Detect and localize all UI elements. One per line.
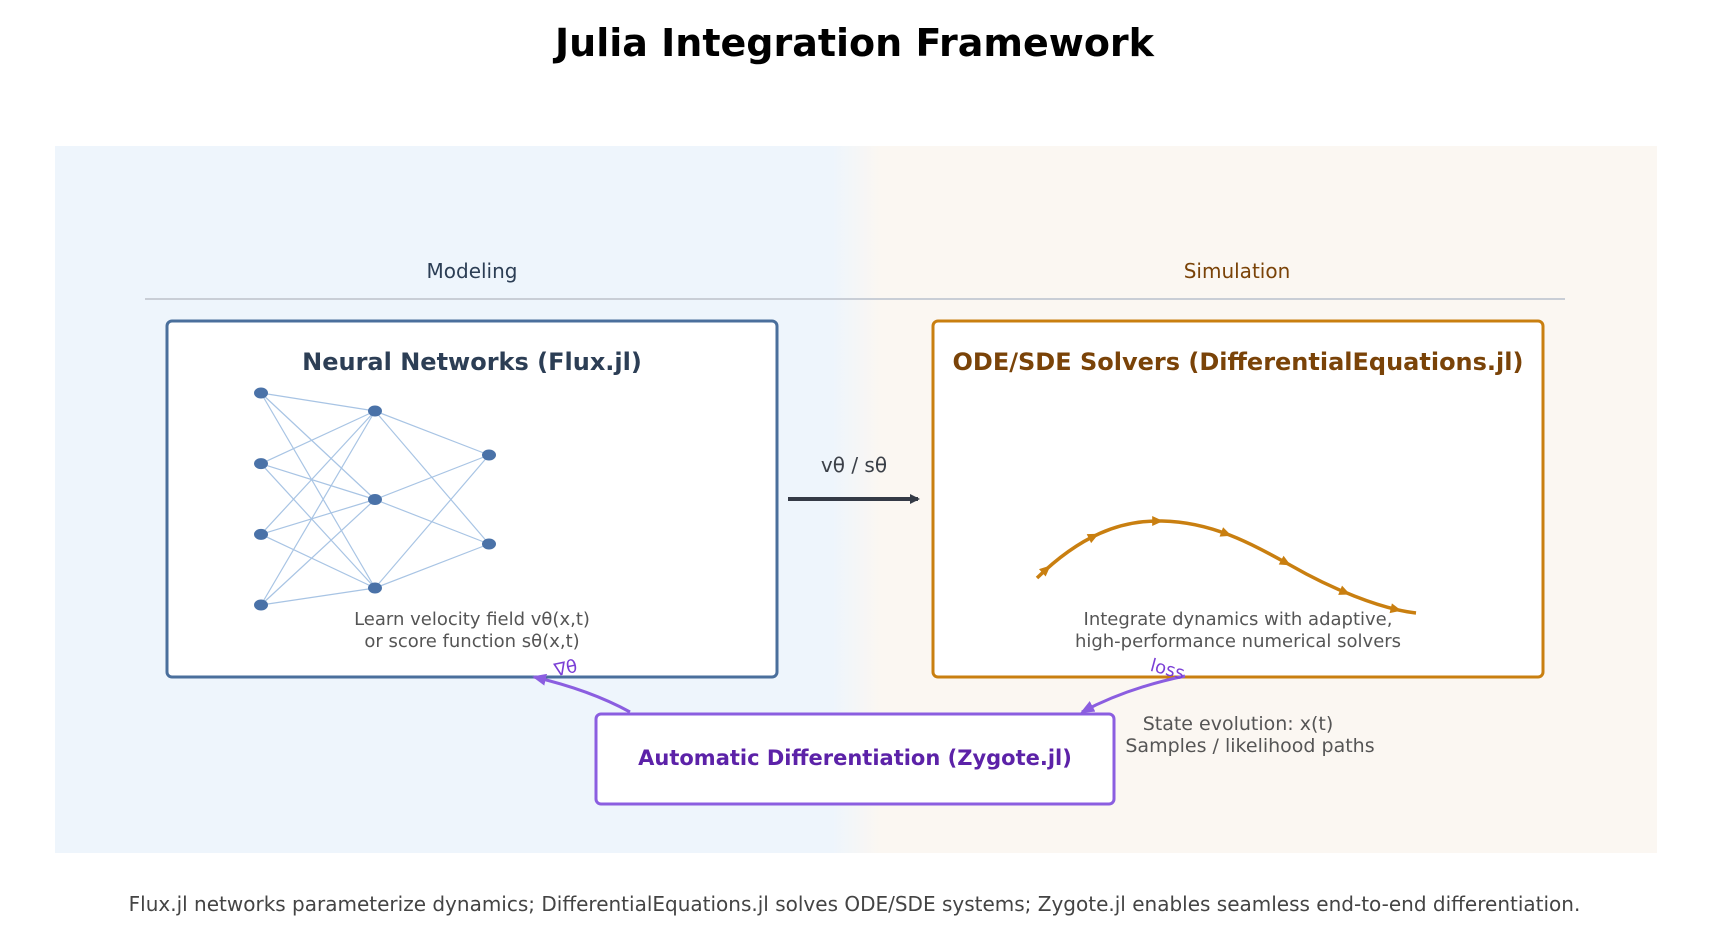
- state-evolution-line1: State evolution: x(t): [1143, 713, 1334, 735]
- nn-edge: [260, 410, 376, 465]
- flux-desc-line2: or score function sθ(x,t): [364, 631, 579, 652]
- flux-box-title: Neural Networks (Flux.jl): [302, 348, 642, 376]
- nn-edge: [260, 498, 376, 535]
- nn-edge: [260, 410, 376, 535]
- trajectory-arrowhead: [1278, 555, 1291, 566]
- ad-box: Automatic Differentiation (Zygote.jl): [594, 712, 1116, 806]
- trajectory-arrowhead: [1152, 515, 1164, 526]
- flow-arrow-label: vθ / sθ: [821, 453, 887, 477]
- nn-node: [368, 494, 382, 505]
- trajectory-arrowhead: [1338, 585, 1351, 595]
- nn-node: [254, 599, 268, 611]
- ode-desc-line1: Integrate dynamics with adaptive,: [1084, 609, 1393, 630]
- ode-box-frame: [931, 319, 1545, 679]
- flux-desc-line1: Learn velocity field vθ(x,t): [354, 609, 590, 630]
- nn-edge: [260, 410, 376, 606]
- state-evolution-line2: Samples / likelihood paths: [1125, 735, 1374, 757]
- trajectory-arrows: [1038, 515, 1402, 614]
- section-label-simulation: Simulation: [1184, 259, 1291, 283]
- trajectory-arrowhead: [1086, 533, 1099, 544]
- page-title: Julia Integration Framework: [552, 21, 1155, 65]
- neural-network-graph: [254, 387, 496, 611]
- nn-edge: [260, 499, 376, 606]
- nn-edge: [374, 543, 490, 589]
- loss-arrow: [1080, 674, 1186, 714]
- nn-node: [368, 582, 382, 594]
- nn-edge: [260, 392, 376, 412]
- nn-edge: [374, 454, 490, 501]
- gradient-label: ∇θ: [551, 656, 579, 682]
- trajectory-arrowhead: [1038, 565, 1051, 577]
- ad-box-title: Automatic Differentiation (Zygote.jl): [638, 746, 1072, 770]
- nn-node: [368, 405, 382, 417]
- trajectory-arrowhead: [1389, 603, 1402, 614]
- nn-node: [482, 538, 496, 550]
- nn-edge: [260, 392, 376, 589]
- nn-node: [254, 387, 268, 399]
- ode-box: ODE/SDE Solvers (DifferentialEquations.j…: [931, 319, 1545, 679]
- ode-box-title: ODE/SDE Solvers (DifferentialEquations.j…: [953, 348, 1524, 376]
- flux-box-frame: [165, 319, 779, 679]
- nn-node: [254, 528, 268, 540]
- gradient-arrow: [532, 673, 631, 714]
- ad-box-frame: [594, 712, 1116, 806]
- ode-desc-line2: high-performance numerical solvers: [1075, 631, 1401, 652]
- nn-edge: [374, 454, 490, 589]
- nn-edge: [260, 463, 376, 501]
- nn-edge: [260, 587, 376, 606]
- nn-edge: [260, 533, 376, 589]
- nn-edge: [260, 392, 376, 500]
- nn-node: [482, 449, 496, 461]
- figure-caption: Flux.jl networks parameterize dynamics; …: [129, 892, 1581, 916]
- nn-node: [254, 458, 268, 470]
- nn-edge: [260, 463, 376, 589]
- nn-edge: [374, 410, 490, 456]
- section-label-modeling: Modeling: [427, 259, 518, 283]
- trajectory-arrowhead: [1219, 527, 1232, 537]
- flux-box: Neural Networks (Flux.jl) Learn velocity…: [165, 319, 779, 679]
